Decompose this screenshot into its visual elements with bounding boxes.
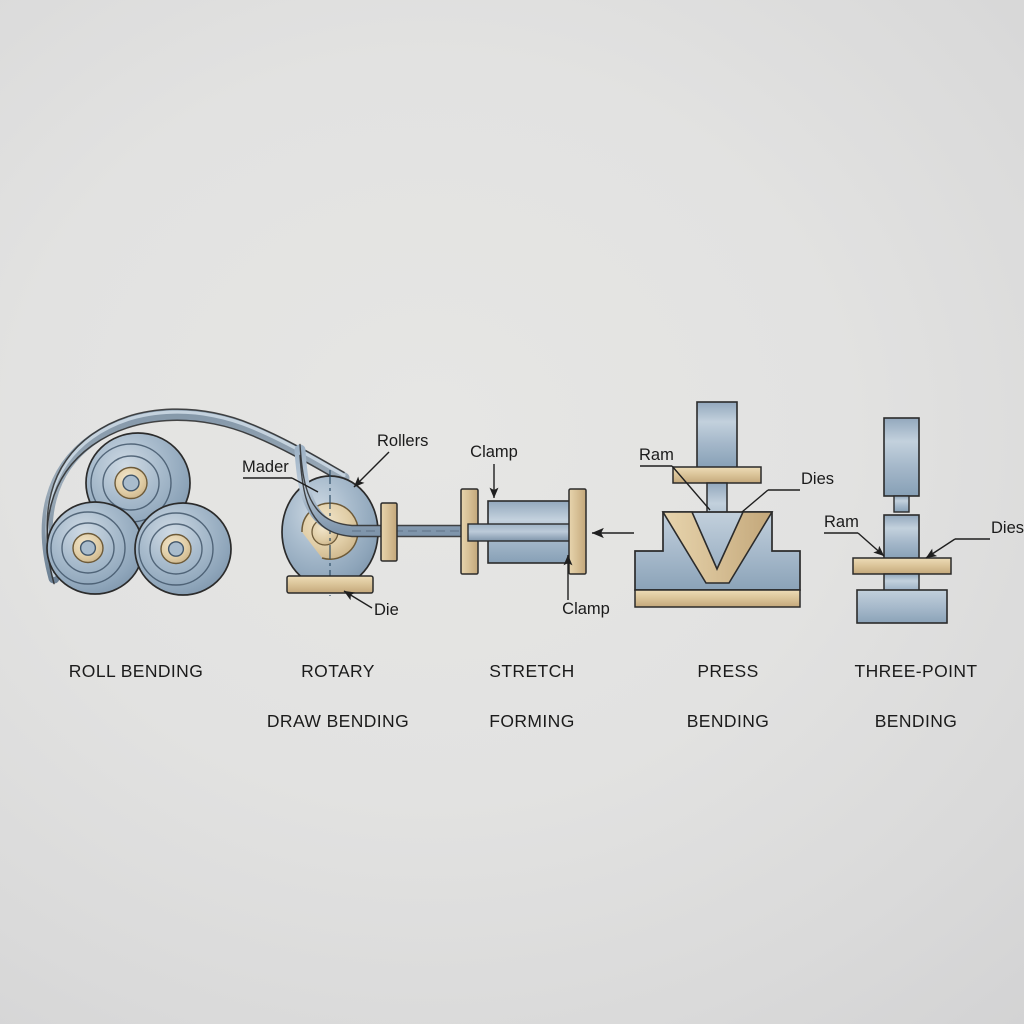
- process-press-bending: [634, 401, 801, 608]
- caption-press-line1: PRESS: [697, 660, 759, 681]
- process-stretch-forming: [460, 488, 634, 575]
- caption-press-bending: PRESS BENDING: [648, 634, 808, 758]
- tp-punch-head: [883, 514, 920, 560]
- caption-roll-line1: ROLL BENDING: [68, 660, 204, 681]
- label-rollers: Rollers: [377, 432, 428, 450]
- callout-leaders: [243, 451, 990, 609]
- tp-ram-neck: [893, 495, 910, 513]
- leader-rollers: [353, 451, 390, 488]
- leader-press-ram: [671, 465, 711, 511]
- roll-bending-workpiece-sheet: [41, 408, 350, 585]
- label-press-dies: Dies: [801, 470, 834, 488]
- tp-support-base: [856, 589, 948, 624]
- label-clamp-bottom: Clamp: [562, 600, 610, 618]
- caption-stretch-forming: STRETCH FORMING: [452, 634, 612, 758]
- label-press-ram: Ram: [639, 446, 674, 464]
- leader-press-dies: [741, 489, 769, 513]
- process-roll-bending: [41, 408, 350, 596]
- label-die: Die: [374, 601, 399, 619]
- caption-roll-bending: ROLL BENDING: [46, 634, 226, 684]
- roller-bottom-left: [46, 501, 144, 595]
- stretch-workpiece-strip: [467, 523, 573, 542]
- leader-mader: [291, 477, 319, 493]
- tp-ram-cylinder: [883, 417, 920, 497]
- leader-die: [343, 590, 373, 609]
- caption-three-point-bending: THREE-POINT BENDING: [828, 634, 1004, 758]
- rotary-die-plate: [286, 575, 374, 594]
- stretch-clamp-right: [568, 488, 587, 575]
- tp-workpiece-plate: [852, 557, 952, 575]
- caption-threepoint-line2: BENDING: [874, 710, 958, 731]
- callout-labels: Mader Rollers Die Clamp Clamp Ram Dies R…: [242, 432, 1024, 619]
- press-ram-cylinder: [696, 401, 738, 469]
- label-tp-ram: Ram: [824, 513, 859, 531]
- caption-stretch-line2: FORMING: [489, 710, 575, 731]
- caption-rotary-line2: DRAW BENDING: [266, 710, 410, 731]
- caption-rotary-draw-bending: ROTARY DRAW BENDING: [243, 634, 433, 758]
- rotary-workpiece-tube: [294, 443, 476, 538]
- caption-rotary-line1: ROTARY: [301, 660, 375, 681]
- press-ram-flange: [672, 466, 762, 484]
- press-v-die-insert: [661, 511, 774, 584]
- roller-bottom-right: [134, 502, 232, 596]
- leader-tp-ram: [857, 532, 885, 557]
- process-three-point-bending: [852, 417, 952, 624]
- label-mader: Mader: [242, 458, 289, 476]
- rotary-clamp-block: [380, 502, 398, 562]
- caption-press-line2: BENDING: [686, 710, 770, 731]
- label-tp-dies: Dies: [991, 519, 1024, 537]
- process-rotary-draw-bending: [281, 443, 476, 596]
- caption-stretch-line1: STRETCH: [489, 660, 575, 681]
- leader-tp-dies: [925, 538, 956, 559]
- caption-threepoint-line1: THREE-POINT: [854, 660, 978, 681]
- label-clamp-top: Clamp: [470, 443, 518, 461]
- press-bolster-plate: [634, 589, 801, 608]
